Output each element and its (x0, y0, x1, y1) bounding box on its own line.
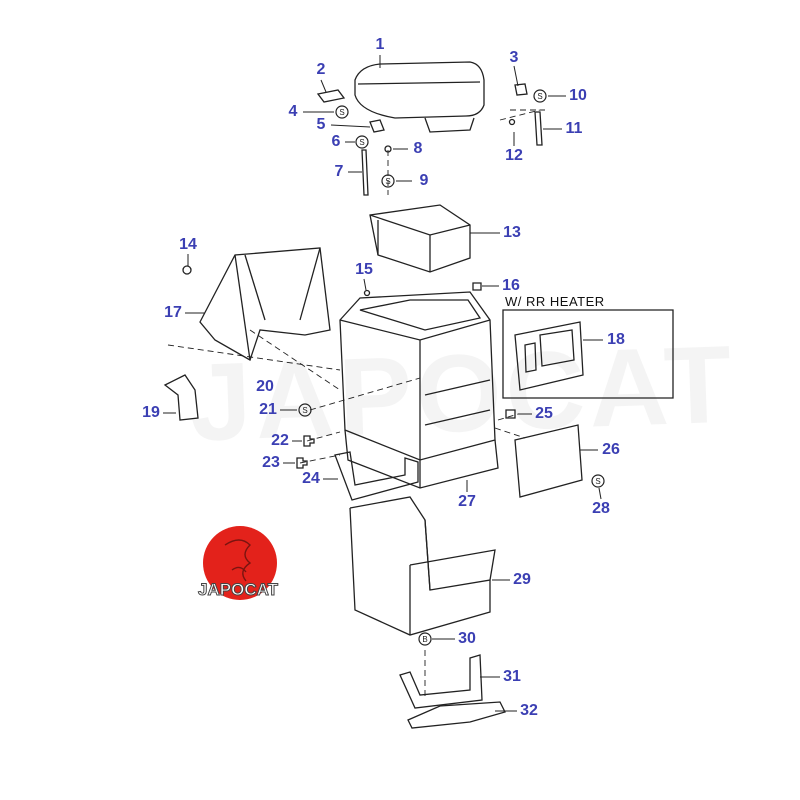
callout-29: 29 (513, 571, 531, 588)
svg-text:S: S (537, 92, 542, 101)
callout-13: 13 (503, 224, 521, 241)
part-19-bracket (163, 374, 199, 421)
svg-text:S: S (339, 108, 344, 117)
part-17-bracket (199, 247, 331, 361)
callout-20: 20 (256, 378, 274, 395)
rr-heater-box (502, 309, 674, 399)
callout-5: 5 (316, 116, 326, 133)
washer-letters: S S S S S S B (302, 92, 600, 644)
logo-text: JAPOCAT (198, 580, 279, 600)
svg-text:S: S (359, 138, 364, 147)
callout-21: 21 (259, 401, 277, 418)
svg-text:B: B (422, 635, 427, 644)
callout-18: 18 (607, 331, 625, 348)
callout-16: 16 (502, 277, 520, 294)
rr-heater-note: W/ RR HEATER (505, 294, 605, 309)
callout-32: 32 (520, 702, 538, 719)
washers (298, 89, 605, 646)
callout-10: 10 (569, 87, 587, 104)
part-27-console-body (339, 291, 499, 489)
part-1-console-lid (354, 61, 485, 133)
part-13-tray (369, 204, 471, 273)
callout-9: 9 (419, 172, 429, 189)
callout-28: 28 (592, 500, 610, 517)
callout-2: 2 (316, 61, 326, 78)
callout-17: 17 (164, 304, 182, 321)
callout-11: 11 (565, 120, 583, 137)
callout-27: 27 (458, 493, 476, 510)
part-31-bracket (399, 654, 483, 709)
callout-6: 6 (331, 133, 341, 150)
callout-26: 26 (602, 441, 620, 458)
callout-8: 8 (413, 140, 423, 157)
callout-12: 12 (505, 147, 523, 164)
callout-22: 22 (271, 432, 289, 449)
callout-25: 25 (535, 405, 553, 422)
leader-lines (163, 55, 603, 712)
callout-24: 24 (302, 470, 320, 487)
svg-text:S: S (595, 477, 600, 486)
svg-text:S: S (302, 406, 307, 415)
callout-19: 19 (142, 404, 160, 421)
callout-15: 15 (355, 261, 373, 278)
callout-3: 3 (509, 49, 519, 66)
svg-text:S: S (385, 177, 390, 186)
callout-1: 1 (375, 36, 385, 53)
part-26-panel (514, 424, 583, 498)
part-24-bracket (334, 451, 419, 501)
japocat-logo (203, 526, 277, 600)
part-32-plate (407, 701, 506, 729)
callout-30: 30 (458, 630, 476, 647)
callout-7: 7 (334, 163, 344, 180)
callout-4: 4 (288, 103, 298, 120)
callout-14: 14 (179, 236, 197, 253)
callout-31: 31 (503, 668, 521, 685)
callout-23: 23 (262, 454, 280, 471)
assembly-lines (167, 109, 545, 700)
part-29-lower-box (349, 496, 496, 636)
small-parts (182, 83, 543, 469)
